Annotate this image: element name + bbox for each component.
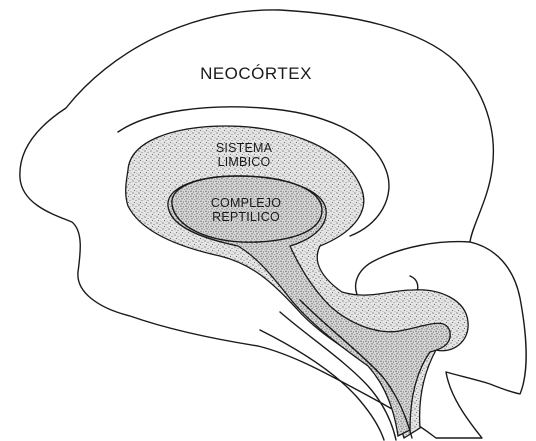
neocortex-label: NEOCÓRTEX [200, 64, 312, 83]
reptilian-label-line2: REPTILICO [212, 210, 280, 224]
limbic-label-line2: LIMBICO [218, 155, 271, 169]
reptilian-label-line1: COMPLEJO [211, 196, 281, 210]
limbic-label-line1: SISTEMA [216, 141, 273, 155]
